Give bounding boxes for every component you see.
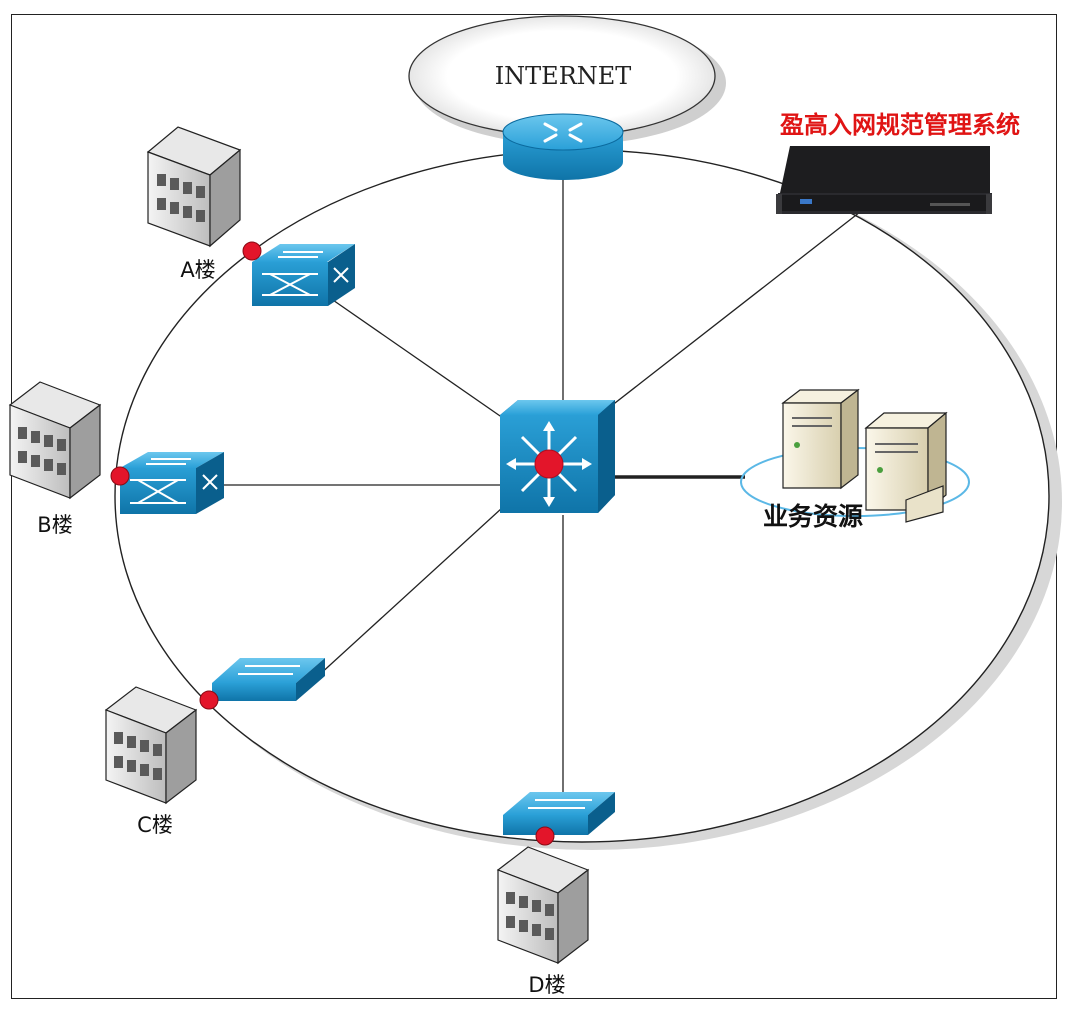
building-c-label: C楼 [137,813,173,837]
core-switch [500,400,615,513]
port-dot-a [242,241,262,261]
management-system-label: 盈高入网规范管理系统 [779,111,1020,139]
port-dot-b [110,466,130,486]
port-dots [110,241,555,846]
internet-label: INTERNET [495,62,632,90]
building-b [8,381,102,500]
link-c-core [317,507,503,677]
server-icon-left [781,388,860,490]
business-resource: 业务资源 [740,388,970,531]
link-mgmt-core [605,211,861,411]
router-icon [502,113,624,180]
core-port-dot [534,449,564,479]
building-a-label: A楼 [180,258,215,282]
building-b-label: B楼 [37,513,72,537]
link-a-core [329,297,504,419]
port-dot-c [199,690,219,710]
switch-b [120,452,224,514]
building-a [146,126,242,248]
building-c [104,686,198,805]
internet-cloud: INTERNET [408,15,726,145]
building-d [496,846,590,965]
switch-c [212,658,325,701]
links [222,175,861,795]
switch-d [503,792,615,835]
management-appliance: 盈高入网规范管理系统 [776,111,1020,214]
port-dot-d [535,826,555,846]
server-icon-right [864,411,948,523]
building-d-label: D楼 [528,973,565,997]
switch-a [252,244,355,306]
business-resource-label: 业务资源 [763,502,863,531]
